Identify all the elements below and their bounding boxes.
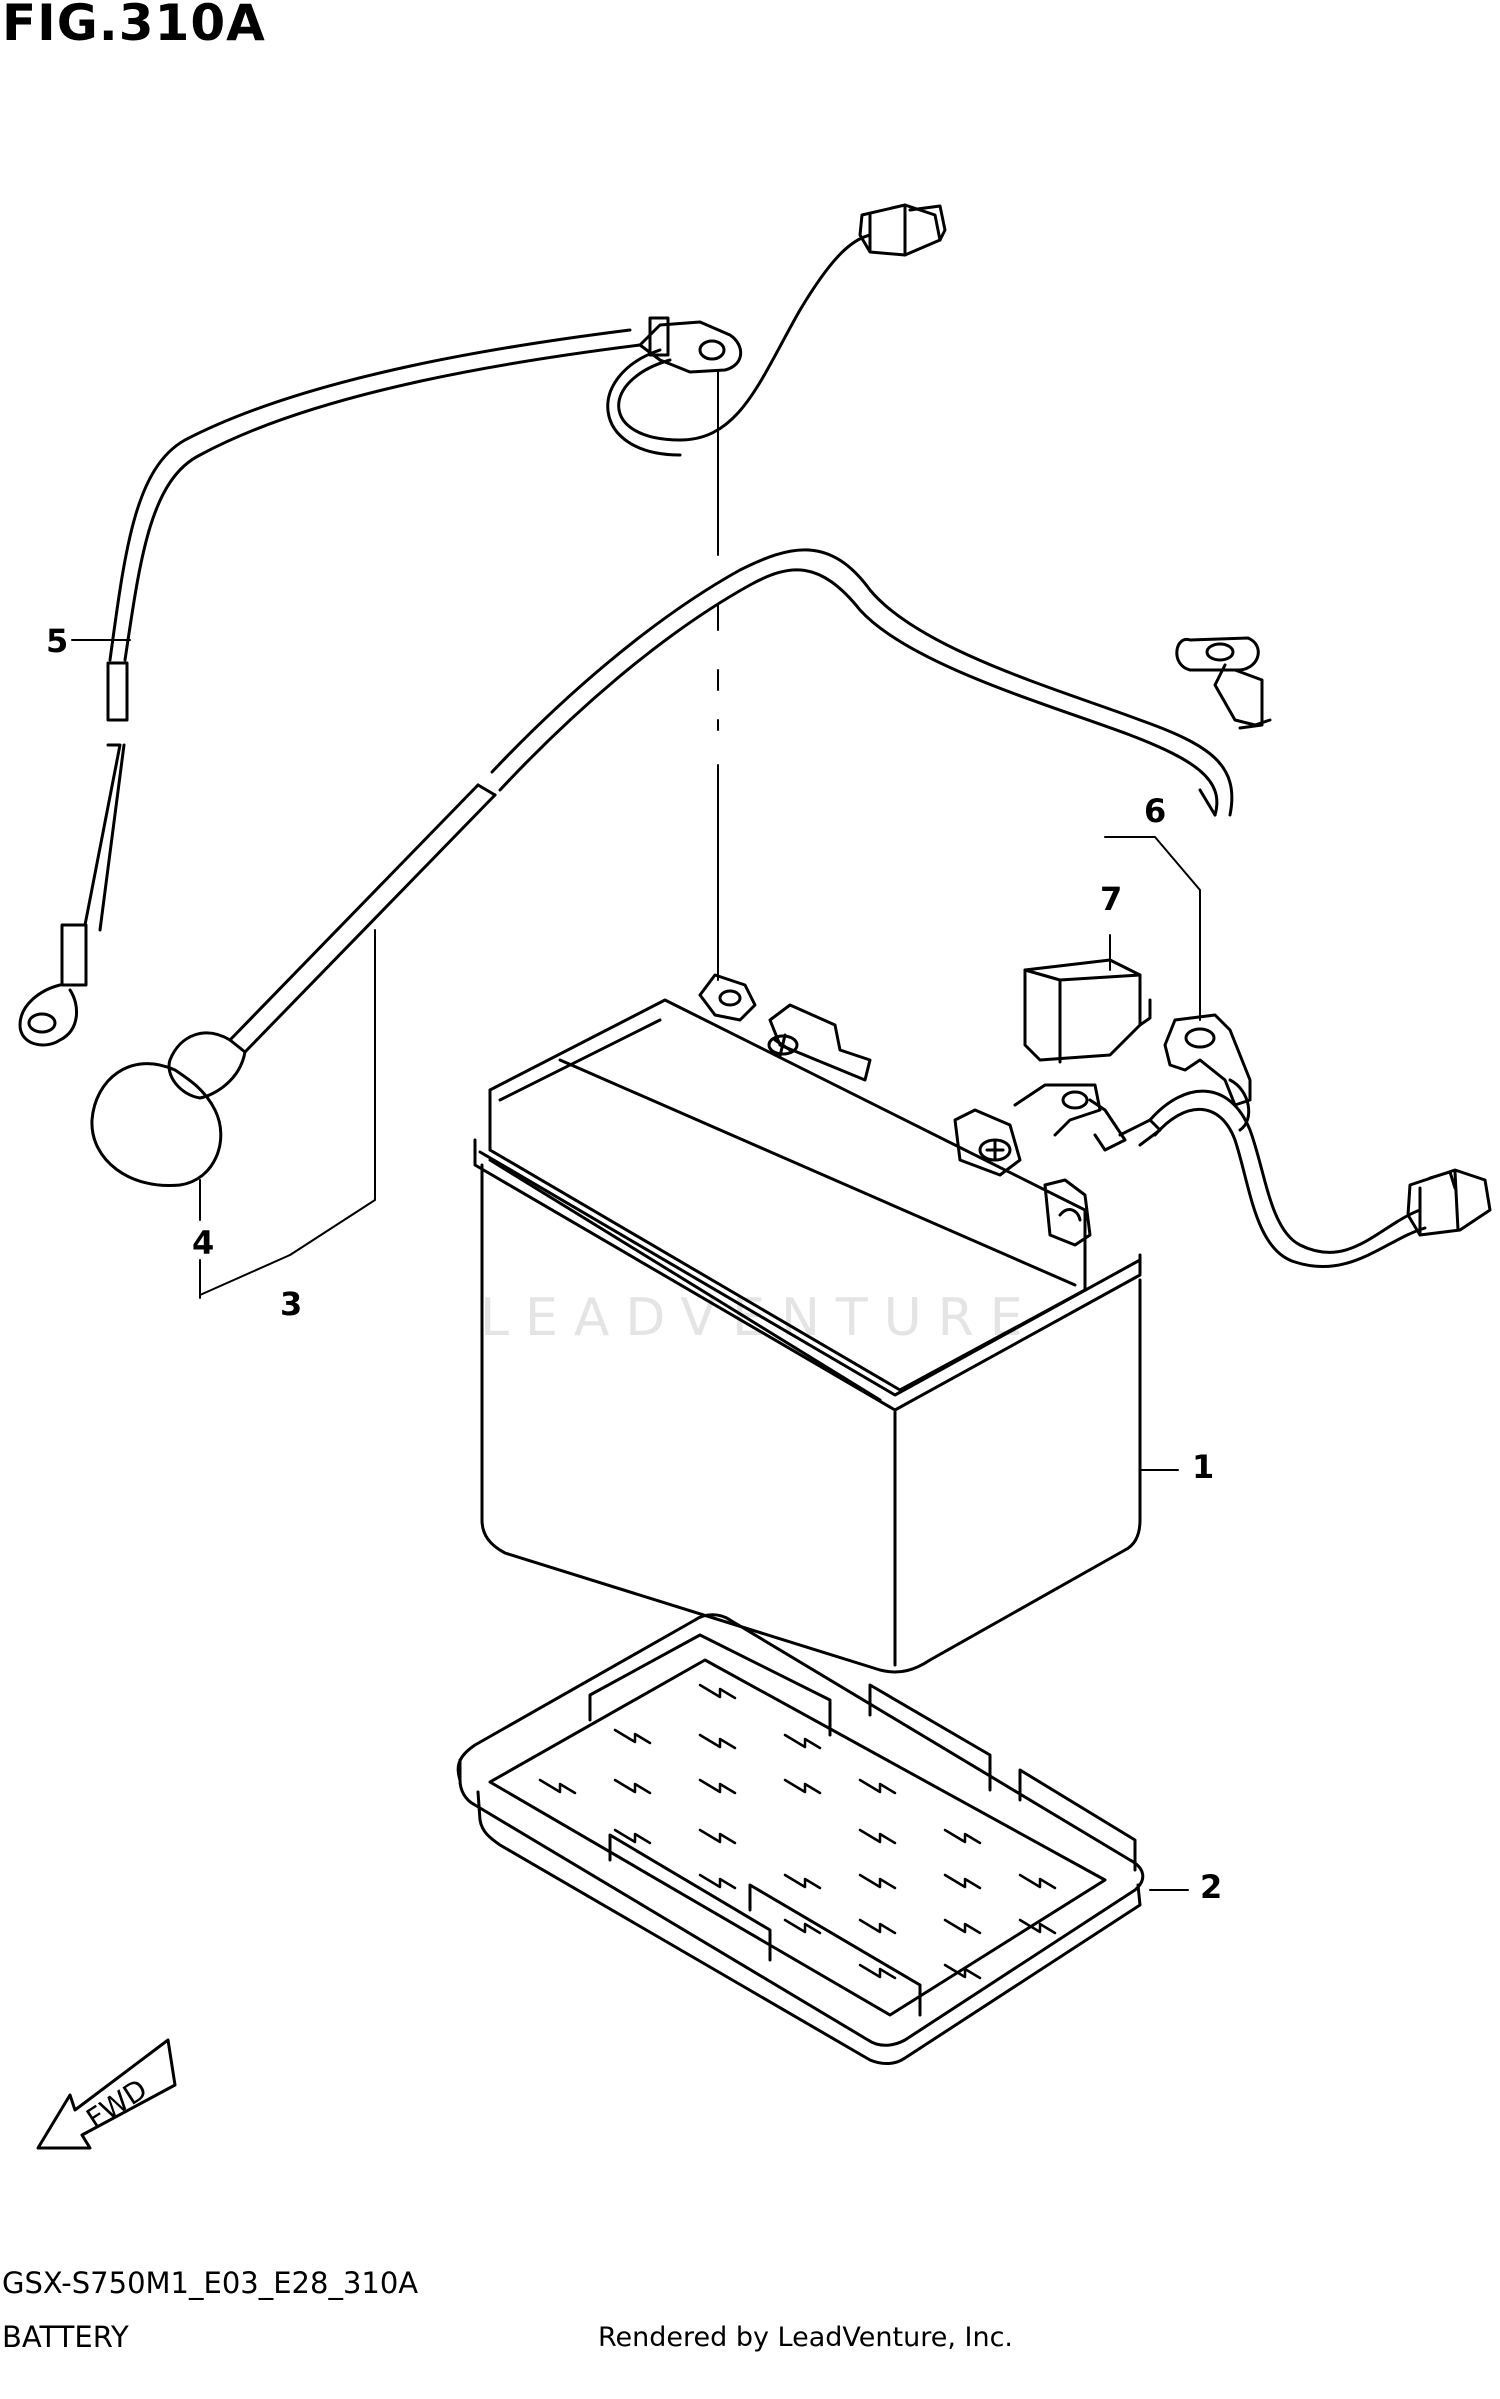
- figure-code: GSX-S750M1_E03_E28_310A: [2, 2266, 419, 2300]
- fwd-arrow-icon: [36, 2038, 177, 2150]
- callout-5: 5: [46, 622, 69, 660]
- callout-7: 7: [1100, 880, 1123, 918]
- render-credit: Rendered by LeadVenture, Inc.: [598, 2322, 1014, 2353]
- callout-3: 3: [280, 1285, 303, 1323]
- callout-1: 1: [1192, 1448, 1215, 1486]
- terminal-cap-part-4: [90, 1031, 247, 1188]
- callout-6: 6: [1144, 792, 1167, 830]
- callout-4: 4: [192, 1224, 215, 1262]
- figure-title: FIG.310A: [2, 0, 266, 52]
- positive-harness-part-6: [1013, 958, 1492, 1269]
- callout-2: 2: [1200, 1868, 1223, 1906]
- negative-cable-part-5: [18, 203, 947, 1047]
- battery-part-1: [473, 973, 1142, 1674]
- watermark: LEADVENTURE: [480, 1288, 1039, 1348]
- figure-name: BATTERY: [2, 2320, 129, 2354]
- positive-cable-part-3: [90, 548, 1272, 1188]
- leader-lines: [71, 371, 1201, 1891]
- battery-tray-part-2: [456, 1613, 1145, 2065]
